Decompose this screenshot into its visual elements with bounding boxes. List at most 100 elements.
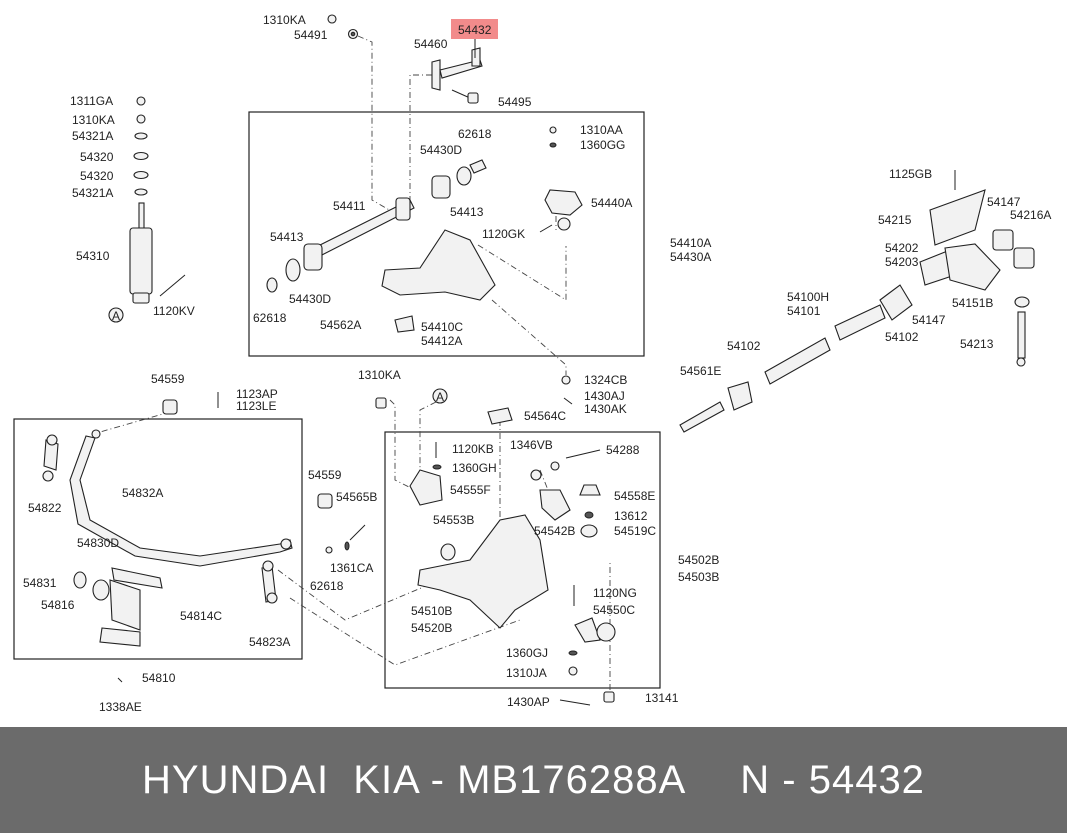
label-13612: 13612: [614, 509, 648, 523]
footer-banner: HYUNDAI KIA - MB176288A N - 54432: [0, 727, 1067, 833]
label-54559-a: 54559: [151, 372, 185, 386]
label-54558E: 54558E: [614, 489, 655, 503]
label-62618-a: 62618: [458, 127, 492, 141]
label-1120KB: 1120KB: [452, 442, 494, 456]
label-54320-a: 54320: [80, 150, 114, 164]
label-1338AE: 1338AE: [99, 700, 142, 714]
label-54564C: 54564C: [524, 409, 566, 423]
label-54432: 54432: [458, 23, 492, 37]
part-labels: 1310KA 54491 54460 54432 54495 1311GA 13…: [23, 13, 1051, 714]
label-54412A: 54412A: [421, 334, 462, 348]
label-54822: 54822: [28, 501, 62, 515]
label-1324CB: 1324CB: [584, 373, 627, 387]
label-54814C: 54814C: [180, 609, 222, 623]
label-circle-A1: A: [112, 309, 120, 323]
label-54411: 54411: [333, 199, 366, 213]
label-54101: 54101: [787, 304, 821, 318]
label-54561E: 54561E: [680, 364, 721, 378]
footer-part-number: N - 54432: [740, 757, 925, 802]
label-54288: 54288: [606, 443, 640, 457]
label-1120NG: 1120NG: [593, 586, 637, 600]
label-1310AA: 1310AA: [580, 123, 623, 137]
label-54502B: 54502B: [678, 553, 719, 567]
lower-arm-assembly: [375, 388, 616, 706]
label-54831: 54831: [23, 576, 57, 590]
label-1311GA: 1311GA: [70, 94, 113, 108]
label-54430D-a: 54430D: [420, 143, 462, 157]
label-13141: 13141: [645, 691, 679, 705]
label-62618-b: 62618: [253, 311, 287, 325]
label-1123LE: 1123LE: [236, 399, 276, 413]
label-54562A: 54562A: [320, 318, 361, 332]
label-54413-b: 54413: [270, 230, 304, 244]
label-54460: 54460: [414, 37, 448, 51]
drive-shaft-assembly: [561, 170, 1035, 433]
upper-arm-assembly: [266, 126, 583, 333]
label-54100H: 54100H: [787, 290, 829, 304]
label-1120KV: 1120KV: [153, 304, 195, 318]
construction-lines: [99, 35, 611, 690]
shock-absorber: [108, 96, 186, 323]
label-54430A: 54430A: [670, 250, 711, 264]
label-54413-a: 54413: [450, 205, 484, 219]
label-54495: 54495: [498, 95, 532, 109]
label-1346VB: 1346VB: [510, 438, 553, 452]
label-circle-A2: A: [436, 390, 444, 404]
label-54102-b: 54102: [727, 339, 761, 353]
label-54565B: 54565B: [336, 490, 377, 504]
label-1120GK: 1120GK: [482, 227, 525, 241]
label-54215: 54215: [878, 213, 912, 227]
label-54503B: 54503B: [678, 570, 719, 584]
label-1310KA-b: 1310KA: [72, 113, 115, 127]
label-1361CA: 1361CA: [330, 561, 373, 575]
label-54832A: 54832A: [122, 486, 163, 500]
label-54440A: 54440A: [591, 196, 632, 210]
label-54559-b: 54559: [308, 468, 342, 482]
stabilizer-group-box: [13, 418, 303, 660]
label-54151B: 54151B: [952, 296, 993, 310]
label-1360GJ: 1360GJ: [506, 646, 548, 660]
label-54830D: 54830D: [77, 536, 119, 550]
upper-arm-group-box: [248, 111, 645, 357]
label-1310KA-c: 1310KA: [358, 368, 401, 382]
label-54550C: 54550C: [593, 603, 635, 617]
label-54519C: 54519C: [614, 524, 656, 538]
label-54542B: 54542B: [534, 524, 575, 538]
label-54102-a: 54102: [885, 330, 919, 344]
label-1430AK: 1430AK: [584, 402, 627, 416]
label-54510B: 54510B: [411, 604, 452, 618]
label-1430AJ: 1430AJ: [584, 389, 625, 403]
label-54320-b: 54320: [80, 169, 114, 183]
label-62618-c: 62618: [310, 579, 344, 593]
label-1360GH: 1360GH: [452, 461, 497, 475]
label-1310KA-a: 1310KA: [263, 13, 306, 27]
label-1125GB: 1125GB: [889, 167, 932, 181]
label-54310: 54310: [76, 249, 110, 263]
highlight-box: [451, 19, 498, 39]
label-1310JA: 1310JA: [506, 666, 547, 680]
label-54810: 54810: [142, 671, 176, 685]
label-54823A: 54823A: [249, 635, 290, 649]
label-54203: 54203: [885, 255, 919, 269]
label-54147-a: 54147: [987, 195, 1021, 209]
label-54553B: 54553B: [433, 513, 474, 527]
lower-arm-group-box: [384, 431, 661, 689]
footer-brand-text: HYUNDAI KIA - MB176288A: [142, 757, 687, 802]
label-54555F: 54555F: [450, 483, 491, 497]
label-54430D-b: 54430D: [289, 292, 331, 306]
label-54491: 54491: [294, 28, 328, 42]
label-54216A: 54216A: [1010, 208, 1051, 222]
top-hardware: [327, 14, 498, 104]
label-1123AP: 1123AP: [236, 387, 278, 401]
label-54410C: 54410C: [421, 320, 463, 334]
label-54321A-a: 54321A: [72, 129, 113, 143]
label-1360GG: 1360GG: [580, 138, 625, 152]
label-54520B: 54520B: [411, 621, 452, 635]
label-54816: 54816: [41, 598, 75, 612]
parts-diagram: 1310KA 54491 54460 54432 54495 1311GA 13…: [13, 13, 1052, 714]
label-54147-b: 54147: [912, 313, 946, 327]
label-54410A: 54410A: [670, 236, 711, 250]
label-1430AP: 1430AP: [507, 695, 550, 709]
stabilizer-assembly: [42, 392, 366, 683]
label-54213: 54213: [960, 337, 994, 351]
